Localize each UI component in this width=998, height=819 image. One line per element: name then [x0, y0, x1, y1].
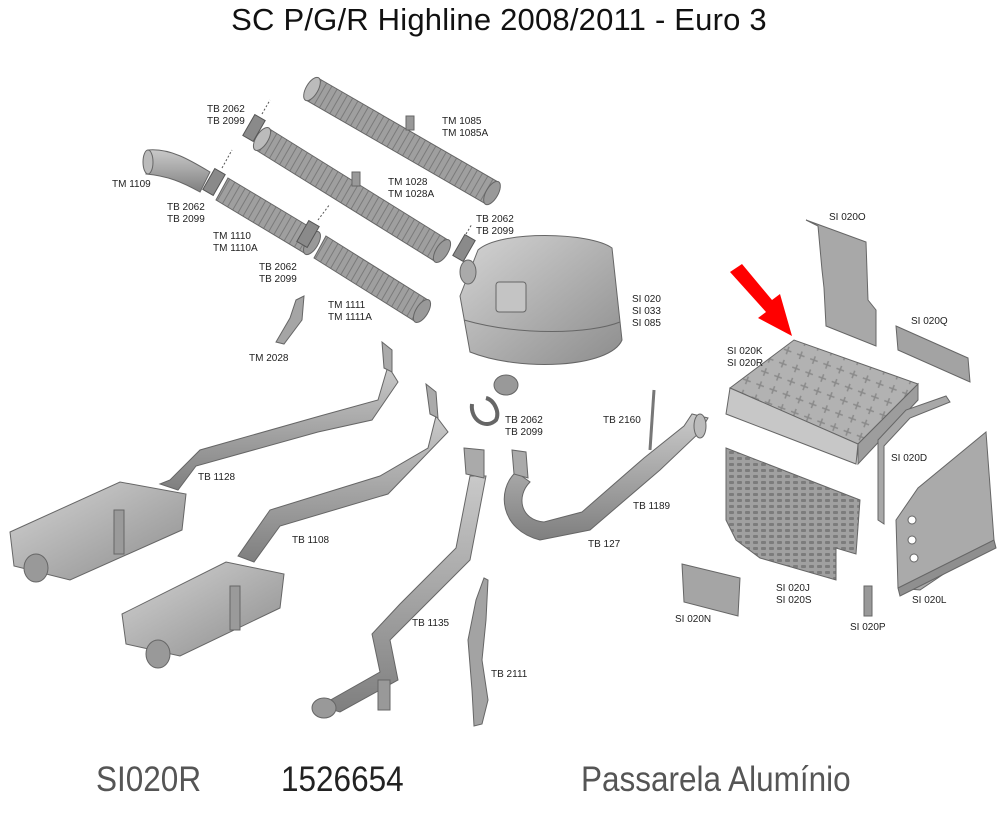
label-tb2160: TB 2160 [603, 415, 641, 426]
label-tm2028: TM 2028 [249, 353, 289, 364]
highlight-arrow-icon [730, 264, 792, 336]
walkway-si020k [725, 339, 919, 466]
label-tb1128: TB 1128 [198, 472, 236, 483]
footer-part-number: 1526654 [281, 760, 404, 799]
label-si020q: SI 020Q [911, 316, 948, 327]
footer-part-code: SI020R [96, 760, 202, 799]
pipe-tb1108 [121, 382, 449, 669]
bracket-si020p [863, 585, 873, 617]
hose-tm1111 [313, 235, 432, 323]
clamps-tb2062 [202, 99, 476, 263]
label-tm1109: TM 1109 [112, 179, 151, 190]
label-si020n: SI 020N [675, 614, 712, 625]
label-si020d: SI 020D [891, 453, 928, 464]
label-tb1108: TB 1108 [292, 535, 330, 546]
bracket-tb2111 [467, 577, 489, 727]
label-si020p: SI 020P [850, 622, 886, 633]
hose-tm1085 [303, 76, 501, 206]
label-si020o: SI 020O [829, 212, 866, 223]
diagram-title: SC P/G/R Highline 2008/2011 - Euro 3 [231, 2, 767, 37]
bracket-si020q [895, 325, 971, 383]
label-tb2111: TB 2111 [491, 669, 528, 680]
label-tb1135: TB 1135 [412, 618, 450, 629]
bracket-si020n [681, 563, 741, 617]
strap-si020d [877, 395, 951, 525]
pipe-tb1135 [311, 447, 487, 719]
panel-si020o [805, 219, 877, 347]
label-tb1189: TB 1189 [633, 501, 671, 512]
panel-si020l [895, 431, 997, 597]
elbow-tm1109 [142, 149, 211, 193]
clamp-ring [469, 396, 500, 426]
label-tb127: TB 127 [588, 539, 621, 550]
pipe-tb1128 [9, 340, 399, 583]
grille-si020j [725, 447, 861, 581]
pipe-tb127-tb1189 [503, 389, 709, 541]
bracket-tm2028 [275, 295, 305, 345]
label-si020l: SI 020L [912, 595, 947, 606]
footer-description: Passarela Alumínio [581, 760, 851, 799]
silencer-si020 [459, 235, 623, 396]
hose-tm1028 [252, 127, 452, 263]
